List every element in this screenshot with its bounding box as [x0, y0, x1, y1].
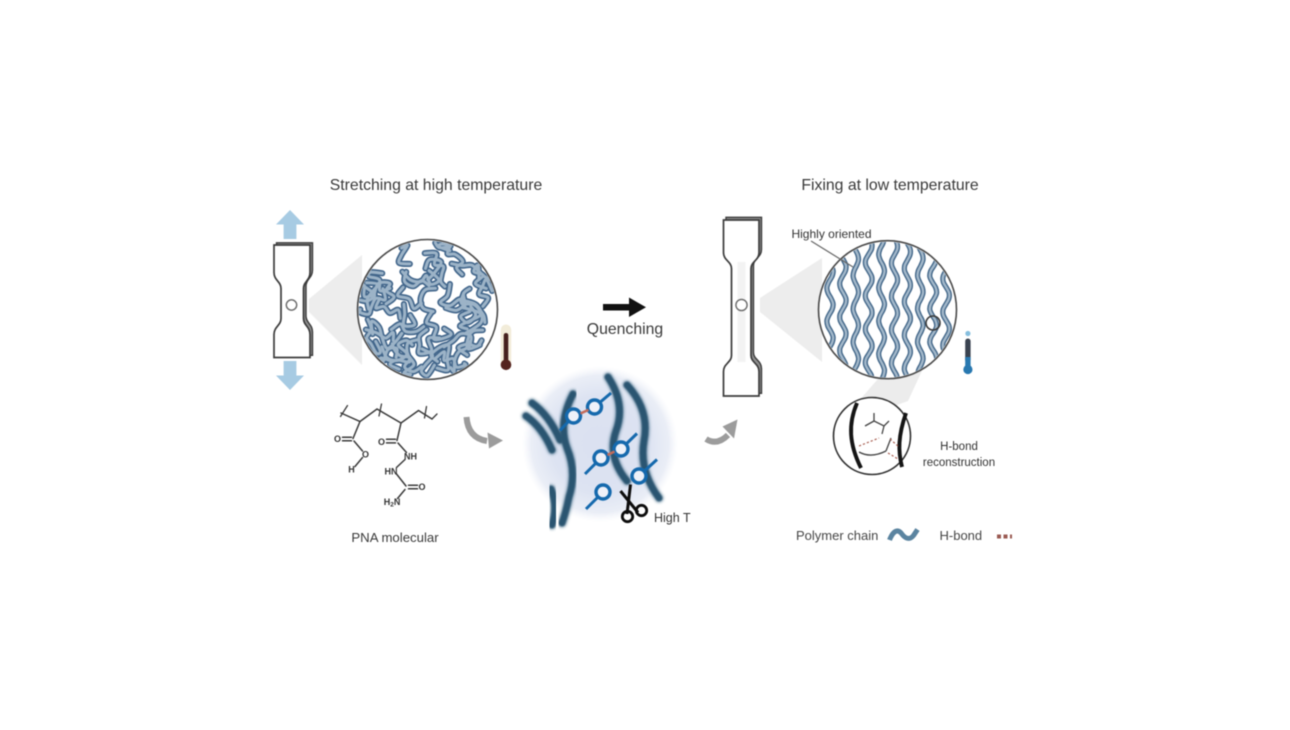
svg-text:Quenching: Quenching — [587, 321, 663, 338]
svg-text:HN: HN — [385, 467, 398, 477]
svg-text:O: O — [378, 437, 385, 447]
svg-text:NH: NH — [404, 452, 417, 462]
svg-text:Fixing at low temperature: Fixing at low temperature — [801, 177, 979, 194]
svg-text:H2N: H2N — [384, 497, 401, 509]
svg-text:H-bond: H-bond — [940, 441, 978, 453]
svg-text:reconstruction: reconstruction — [923, 457, 995, 469]
svg-text:O: O — [334, 434, 341, 444]
svg-text:Stretching at high temperature: Stretching at high temperature — [330, 177, 543, 194]
svg-text:High T: High T — [654, 511, 691, 525]
svg-text:Highly oriented: Highly oriented — [791, 227, 871, 241]
svg-text:Polymer chain: Polymer chain — [796, 528, 878, 543]
svg-text:O: O — [362, 450, 369, 460]
svg-text:H-bond: H-bond — [940, 528, 983, 543]
svg-text:O: O — [418, 482, 425, 492]
svg-text:PNA molecular: PNA molecular — [351, 530, 439, 545]
svg-text:H: H — [348, 465, 355, 475]
